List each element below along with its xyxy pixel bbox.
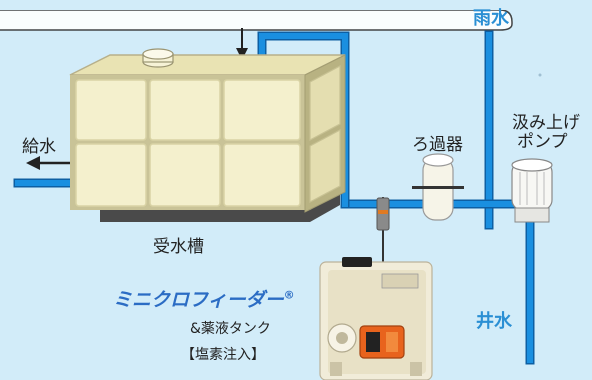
product-name: ミニクロフィーダー®	[113, 285, 295, 312]
rainwater-label: 雨水	[473, 8, 509, 29]
registered-mark: ®	[283, 288, 295, 302]
product-name-text: ミニクロフィーダー	[113, 289, 284, 311]
filter-vessel	[412, 153, 464, 221]
chlorine-feeder-device	[319, 257, 433, 380]
filter-label: ろ過器	[412, 135, 463, 155]
tank-panels	[75, 79, 301, 207]
callout-frame	[0, 9, 513, 31]
inflow-arrow-icon	[236, 28, 248, 60]
pump-unit	[511, 158, 553, 223]
supply-water-label: 給水	[22, 137, 56, 157]
wellwater-label: 井水	[476, 311, 512, 332]
chemical-tank-label: &薬液タンク	[190, 321, 271, 337]
injection-nozzle	[376, 197, 390, 231]
receiving-tank	[69, 48, 346, 222]
receiving-tank-label: 受水槽	[153, 237, 204, 257]
speck	[538, 73, 542, 77]
pump-label-line1: 汲み上げ	[512, 113, 580, 133]
pump-label-line2: ポンプ	[517, 132, 568, 152]
chlorine-injection-label: 【塩素注入】	[181, 347, 265, 363]
